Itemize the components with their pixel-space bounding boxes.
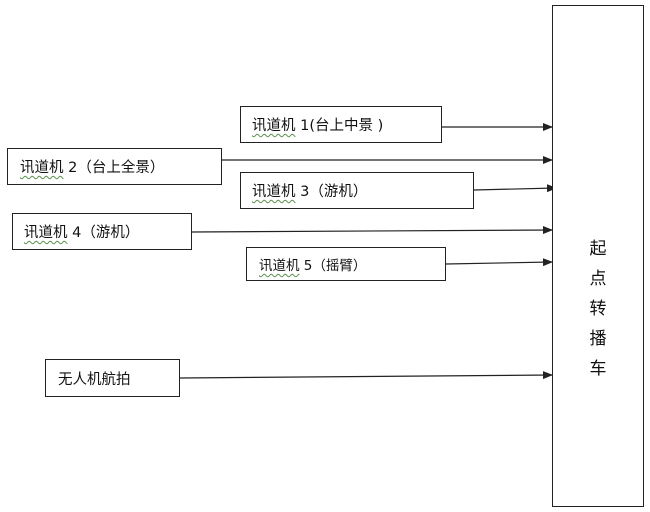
source-detail-cam2: 2（台上全景） bbox=[63, 160, 165, 176]
source-detail-cam5: 5（摇臂） bbox=[299, 258, 367, 274]
source-box-cam1: 讯道机 1(台上中景 ) bbox=[240, 106, 442, 143]
source-box-cam2: 讯道机 2（台上全景） bbox=[7, 148, 222, 185]
source-name-cam4: 讯道机 bbox=[24, 225, 68, 241]
arrow-drone bbox=[179, 371, 553, 380]
source-label-cam1: 讯道机 1(台上中景 ) bbox=[252, 114, 383, 135]
source-label-cam5: 讯道机 5（摇臂） bbox=[259, 254, 366, 274]
broadcast-van-char-4: 播 bbox=[589, 329, 607, 349]
source-name-cam2: 讯道机 bbox=[20, 160, 64, 176]
source-label-cam3: 讯道机 3（游机） bbox=[252, 180, 367, 201]
arrow-cam3 bbox=[473, 184, 557, 193]
source-box-cam5: 讯道机 5（摇臂） bbox=[246, 247, 446, 281]
broadcast-van-char-3: 转 bbox=[589, 299, 607, 319]
source-detail-cam3: 3（游机） bbox=[295, 184, 368, 200]
source-name-cam5: 讯道机 bbox=[259, 258, 300, 274]
source-detail-cam1: 1(台上中景 ) bbox=[295, 118, 384, 134]
source-name-drone: 无人机航拍 bbox=[58, 371, 131, 388]
broadcast-van-char-1: 起 bbox=[589, 239, 607, 259]
source-label-drone: 无人机航拍 bbox=[58, 368, 131, 389]
broadcast-van-box: 起 点 转 播 车 bbox=[552, 5, 644, 507]
source-detail-cam4: 4（游机） bbox=[67, 225, 140, 241]
source-box-cam4: 讯道机 4（游机） bbox=[12, 213, 192, 250]
source-box-cam3: 讯道机 3（游机） bbox=[240, 172, 474, 209]
arrow-cam5 bbox=[445, 258, 553, 267]
broadcast-van-char-2: 点 bbox=[589, 269, 607, 289]
source-label-cam2: 讯道机 2（台上全景） bbox=[20, 156, 164, 177]
broadcast-van-label: 起 点 转 播 车 bbox=[553, 234, 643, 384]
source-name-cam3: 讯道机 bbox=[252, 184, 296, 200]
arrow-cam4 bbox=[191, 226, 553, 235]
broadcast-van-char-5: 车 bbox=[589, 359, 607, 379]
source-label-cam4: 讯道机 4（游机） bbox=[24, 221, 139, 242]
source-name-cam1: 讯道机 bbox=[252, 118, 296, 134]
source-box-drone: 无人机航拍 bbox=[45, 359, 180, 397]
